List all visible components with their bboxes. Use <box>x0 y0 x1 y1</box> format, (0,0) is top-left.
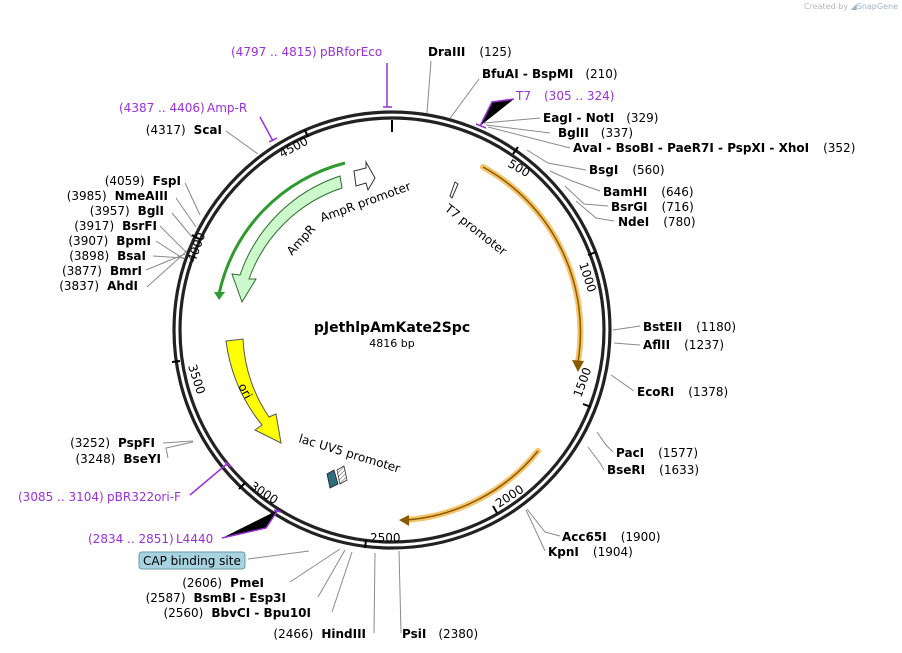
site-label: AflII(1237) <box>643 338 724 352</box>
site-label: (3898)BsaI <box>69 249 146 263</box>
snapgene-credit: Created by ◢SnapGene <box>804 2 898 11</box>
tick-mark <box>191 234 200 240</box>
tick-mark <box>304 129 309 138</box>
site-label: NdeI(780) <box>618 215 696 229</box>
primer-range: (2834 .. 2851) <box>88 532 174 546</box>
site-label: (3917)BsrFI <box>74 219 157 233</box>
cap-site-hatch-icon <box>336 465 348 485</box>
site-label: (3985)NmeAIII <box>67 189 168 203</box>
tick-mark <box>587 251 597 256</box>
tick-label: 3000 <box>247 479 280 507</box>
tick-mark <box>171 360 181 363</box>
primer-marks <box>189 63 515 539</box>
tick-label: 4000 <box>185 231 209 264</box>
primer-name: pBRforEco <box>320 45 382 59</box>
site-labels-right: DraIII(125) BfuAI - BspMI(210) EagI - No… <box>402 45 855 641</box>
cap-binding-site-box <box>138 551 246 570</box>
plasmid-length: 4816 bp <box>369 337 414 350</box>
snapgene-logo-icon: ◢ <box>850 2 857 11</box>
site-label: (2606)PmeI <box>182 576 264 590</box>
primer-l4440-mark <box>273 509 282 513</box>
tick-label: 1500 <box>571 366 595 399</box>
tick-label: 4500 <box>277 134 311 161</box>
backbone-inner <box>178 116 606 544</box>
primer-name: L4440 <box>176 532 213 546</box>
primer-leader <box>259 116 274 142</box>
primer-name: T7 <box>515 89 531 103</box>
ampr-promoter-arrow-icon <box>353 160 376 192</box>
feature-label-ori: ori <box>235 381 255 401</box>
primer-range: (4797 .. 4815) <box>231 45 317 59</box>
site-label: (2466)HindIII <box>273 627 366 641</box>
primer-name: Amp-R <box>207 101 247 115</box>
site-label: Acc65I(1900) <box>562 530 661 544</box>
feature-label-lac-uv5: lac UV5 promoter <box>297 431 402 475</box>
primer-pbr322ori-mark <box>224 461 232 468</box>
site-label: BamHI(646) <box>603 185 694 199</box>
site-label: KpnI(1904) <box>548 545 633 559</box>
site-label: (3907)BpmI <box>68 234 151 248</box>
primer-range: (305 .. 324) <box>544 89 614 103</box>
primer-ampr-mark <box>268 137 278 143</box>
site-label: (2587)BsmBI - Esp3I <box>146 591 286 605</box>
site-label: (3837)AhdI <box>59 279 138 293</box>
primer-range: (3085 .. 3104) <box>18 490 104 504</box>
site-label: PacI(1577) <box>616 446 698 460</box>
credit-brand: SnapGene <box>856 2 898 11</box>
site-label: (3248)BseYI <box>76 452 162 466</box>
lac-uv5-promoter-icon <box>326 469 339 489</box>
ampr-feature <box>214 161 346 304</box>
site-labels-left: (2466)HindIII (2560)BbvCI - Bpu10I (2587… <box>59 123 366 641</box>
primer-leader <box>479 98 515 127</box>
feature-label-ampr: AmpR <box>284 222 318 258</box>
site-label: AvaI - BsoBI - PaeR7I - PspXI - XhoI(352… <box>573 141 855 155</box>
credit-prefix: Created by <box>804 2 849 11</box>
backbone-outer <box>172 110 612 550</box>
ori-arrow-icon <box>225 338 282 444</box>
site-label: (3957)BglI <box>90 204 164 218</box>
primer-range: (4387 .. 4406) <box>119 101 205 115</box>
site-label: (3252)PspFI <box>70 436 155 450</box>
feature-label-t7-promoter: T7 promoter <box>441 201 509 259</box>
primer-leader <box>221 509 279 539</box>
site-label: BsgI(560) <box>589 163 665 177</box>
primer-name: pBR322ori-F <box>107 490 181 504</box>
primer-t7-mark <box>475 123 487 129</box>
primer-leader <box>189 462 229 496</box>
tick-label: 2500 <box>370 531 401 545</box>
site-label: (3877)BmrI <box>62 264 142 278</box>
ampr-arrow-icon <box>231 175 343 304</box>
tick-marks <box>171 129 597 549</box>
tick-mark <box>582 403 592 408</box>
site-label: BstEII(1180) <box>643 320 736 334</box>
site-label: (2560)BbvCI - Bpu10I <box>163 606 311 620</box>
site-label: (4059)FspI <box>105 174 181 188</box>
site-label: DraIII(125) <box>428 45 512 59</box>
site-label: PsiI(2380) <box>402 627 478 641</box>
tick-mark <box>238 482 246 490</box>
tick-mark <box>492 505 498 514</box>
leader-lines <box>145 60 641 634</box>
site-label: BsrGI(716) <box>611 200 694 214</box>
orf-arrow-1 <box>480 164 584 372</box>
t7-promoter-arrow-icon <box>449 181 459 199</box>
orf-arrow-2 <box>399 448 541 526</box>
site-label: EagI - NotI(329) <box>543 111 658 125</box>
site-label: (4317)ScaI <box>146 123 222 137</box>
site-label: BfuAI - BspMI(210) <box>482 67 618 81</box>
tick-mark <box>512 146 519 155</box>
site-label: BseRI(1633) <box>607 463 699 477</box>
cap-binding-site-label: CAP binding site <box>143 554 241 568</box>
plasmid-name: pJethlpAmKate2Spc <box>314 320 470 336</box>
tick-mark <box>364 539 367 549</box>
site-label: BglII(337) <box>558 126 633 140</box>
site-label: EcoRI(1378) <box>637 385 728 399</box>
